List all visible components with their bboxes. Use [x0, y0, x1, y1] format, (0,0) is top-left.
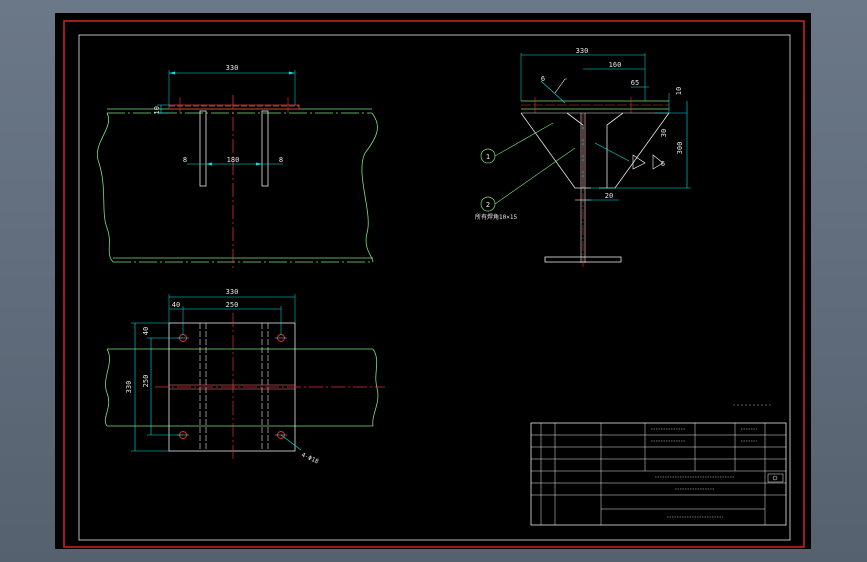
plan-dim-height-outer: 330	[125, 381, 133, 394]
section-dim-bottom: 20	[605, 192, 613, 200]
front-dim-side: 10	[153, 106, 161, 114]
drawing-viewport[interactable]: 330 10 8 180 8	[55, 13, 811, 549]
section-dim-small: 65	[631, 79, 639, 87]
front-dim-left: 8	[183, 156, 187, 164]
front-dim-top: 330	[226, 64, 239, 72]
plan-dim-left-offset: 40	[172, 301, 180, 309]
inner-border-frame	[78, 34, 791, 541]
front-view: 330 10 8 180 8	[97, 64, 378, 268]
section-callout-one: 1	[486, 153, 490, 161]
front-dim-right: 8	[279, 156, 283, 164]
section-dim-mid-a: 30	[660, 129, 668, 137]
cad-drawing: 330 10 8 180 8	[63, 20, 805, 548]
plan-dim-hole-span: 250	[226, 301, 239, 309]
plan-dim-height-inner: 250	[142, 375, 150, 388]
section-weld-b: 6	[661, 160, 665, 168]
plan-dim-top: 330	[226, 288, 239, 296]
section-dim-upper: 160	[609, 61, 622, 69]
plan-hole-note: 4-Φ18	[300, 451, 320, 465]
section-dim-side-right: 10	[675, 87, 683, 95]
front-dim-mid: 180	[227, 156, 240, 164]
plan-dim-side-a: 40	[142, 327, 150, 335]
section-weld-a: 6	[541, 75, 545, 83]
outer-border-frame	[63, 20, 805, 548]
section-view: 330 160 65 10 30 300 20 1 2	[475, 47, 691, 269]
section-callout-two: 2	[486, 201, 490, 209]
section-dim-top: 330	[576, 47, 589, 55]
title-block	[530, 422, 787, 526]
section-weld-note: 所有焊角10×15	[475, 213, 517, 221]
plan-view: 330 40 250 330 250 40 4-Φ18	[104, 288, 385, 466]
section-dim-mid-b: 300	[676, 142, 684, 155]
